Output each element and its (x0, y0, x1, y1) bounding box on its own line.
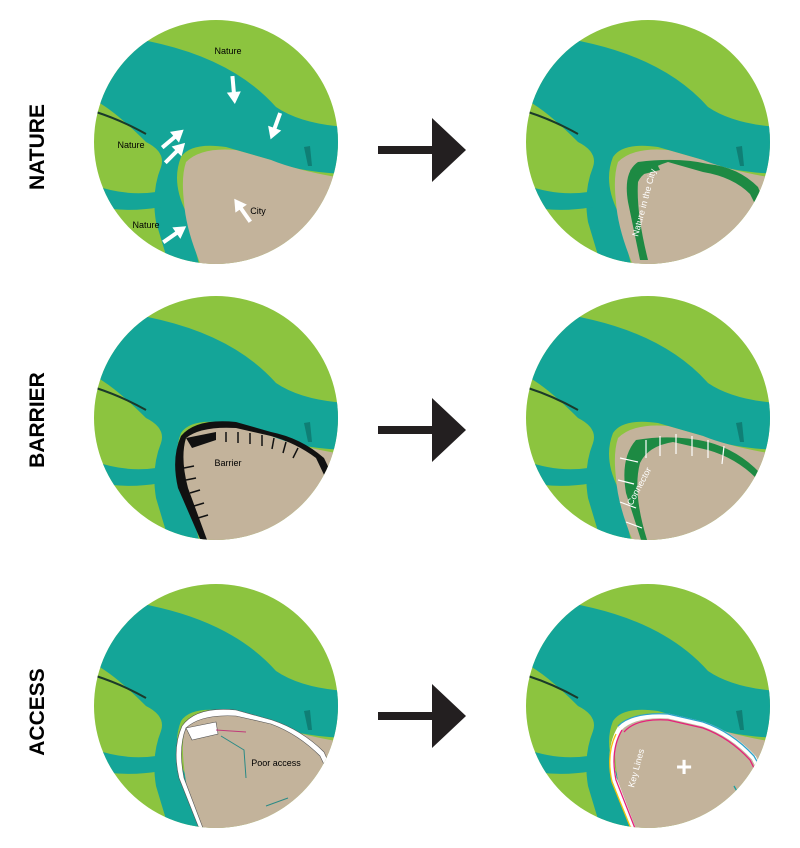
transition-arrow-barrier (378, 398, 466, 462)
barrier-before-map: Barrier (86, 296, 346, 548)
access-after-map: Key Lines + (518, 584, 778, 836)
nature-after-map: Nature in the City (518, 20, 778, 272)
nature-before-map: Nature Nature Nature City (86, 20, 346, 272)
transition-arrow-access (378, 684, 466, 748)
plus-icon: + (676, 751, 692, 782)
map-label-nature-left: Nature (117, 140, 144, 150)
map-label-nature-bottom: Nature (132, 220, 159, 230)
access-before-map: Poor access (86, 584, 346, 836)
transition-arrow-nature (378, 118, 466, 182)
map-label-barrier: Barrier (214, 458, 241, 468)
map-label-city: City (250, 206, 266, 216)
row-label-nature: NATURE (26, 104, 49, 190)
map-label-poor-access: Poor access (251, 758, 301, 768)
row-label-access: ACCESS (26, 668, 49, 756)
barrier-after-map: Connector (518, 296, 778, 548)
map-label-nature-top: Nature (214, 46, 241, 56)
row-label-barrier: BARRIER (26, 372, 49, 468)
